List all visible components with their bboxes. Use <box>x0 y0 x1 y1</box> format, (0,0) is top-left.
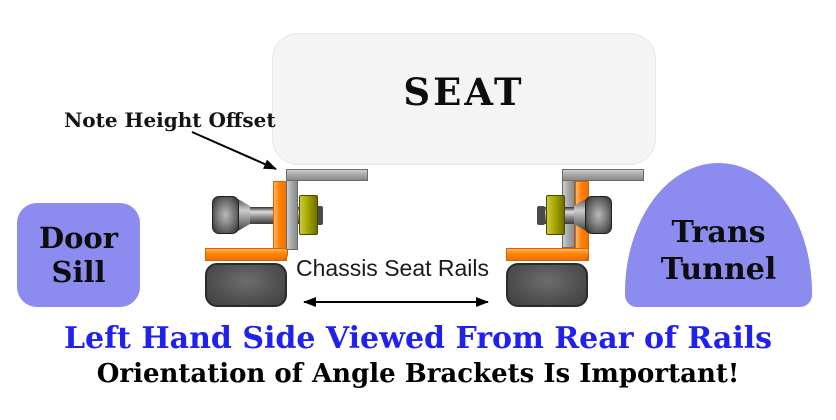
right-bolt-nut <box>546 195 565 235</box>
left-chassis-rail <box>205 263 287 307</box>
right-chassis-rail <box>506 263 588 307</box>
left-bolt-flare <box>238 199 250 231</box>
seat-box: SEAT <box>272 33 656 165</box>
door-sill-box: Door Sill <box>17 203 140 307</box>
left-bolt-head <box>212 196 239 234</box>
left-bolt-nut <box>299 195 318 235</box>
seat-label: SEAT <box>403 70 525 114</box>
door-sill-label-line2: Sill <box>51 255 106 289</box>
left-seat-bracket-vertical <box>286 169 298 250</box>
left-seat-bracket-arm <box>286 169 368 181</box>
right-bolt-flare <box>574 199 586 231</box>
subtitle-caption: Orientation of Angle Brackets Is Importa… <box>96 359 740 389</box>
door-sill-label-line1: Door <box>38 220 119 255</box>
chassis-seat-rails-label: Chassis Seat Rails <box>296 255 490 281</box>
right-bolt-tip <box>537 206 545 225</box>
right-seat-bracket-arm <box>562 169 644 181</box>
right-angle-bracket-foot <box>506 248 589 261</box>
trans-tunnel-label-line1: Trans <box>671 215 766 251</box>
note-offset-arrow <box>191 131 277 170</box>
note-height-offset-label: Note Height Offset <box>64 108 276 132</box>
right-bolt-head <box>585 196 612 234</box>
trans-tunnel-dome: Trans Tunnel <box>625 163 812 307</box>
trans-tunnel-label-line2: Tunnel <box>660 252 777 287</box>
left-bolt-tip <box>315 206 323 225</box>
title-caption: Left Hand Side Viewed From Rear of Rails <box>63 321 773 356</box>
left-angle-bracket-foot <box>205 248 288 261</box>
